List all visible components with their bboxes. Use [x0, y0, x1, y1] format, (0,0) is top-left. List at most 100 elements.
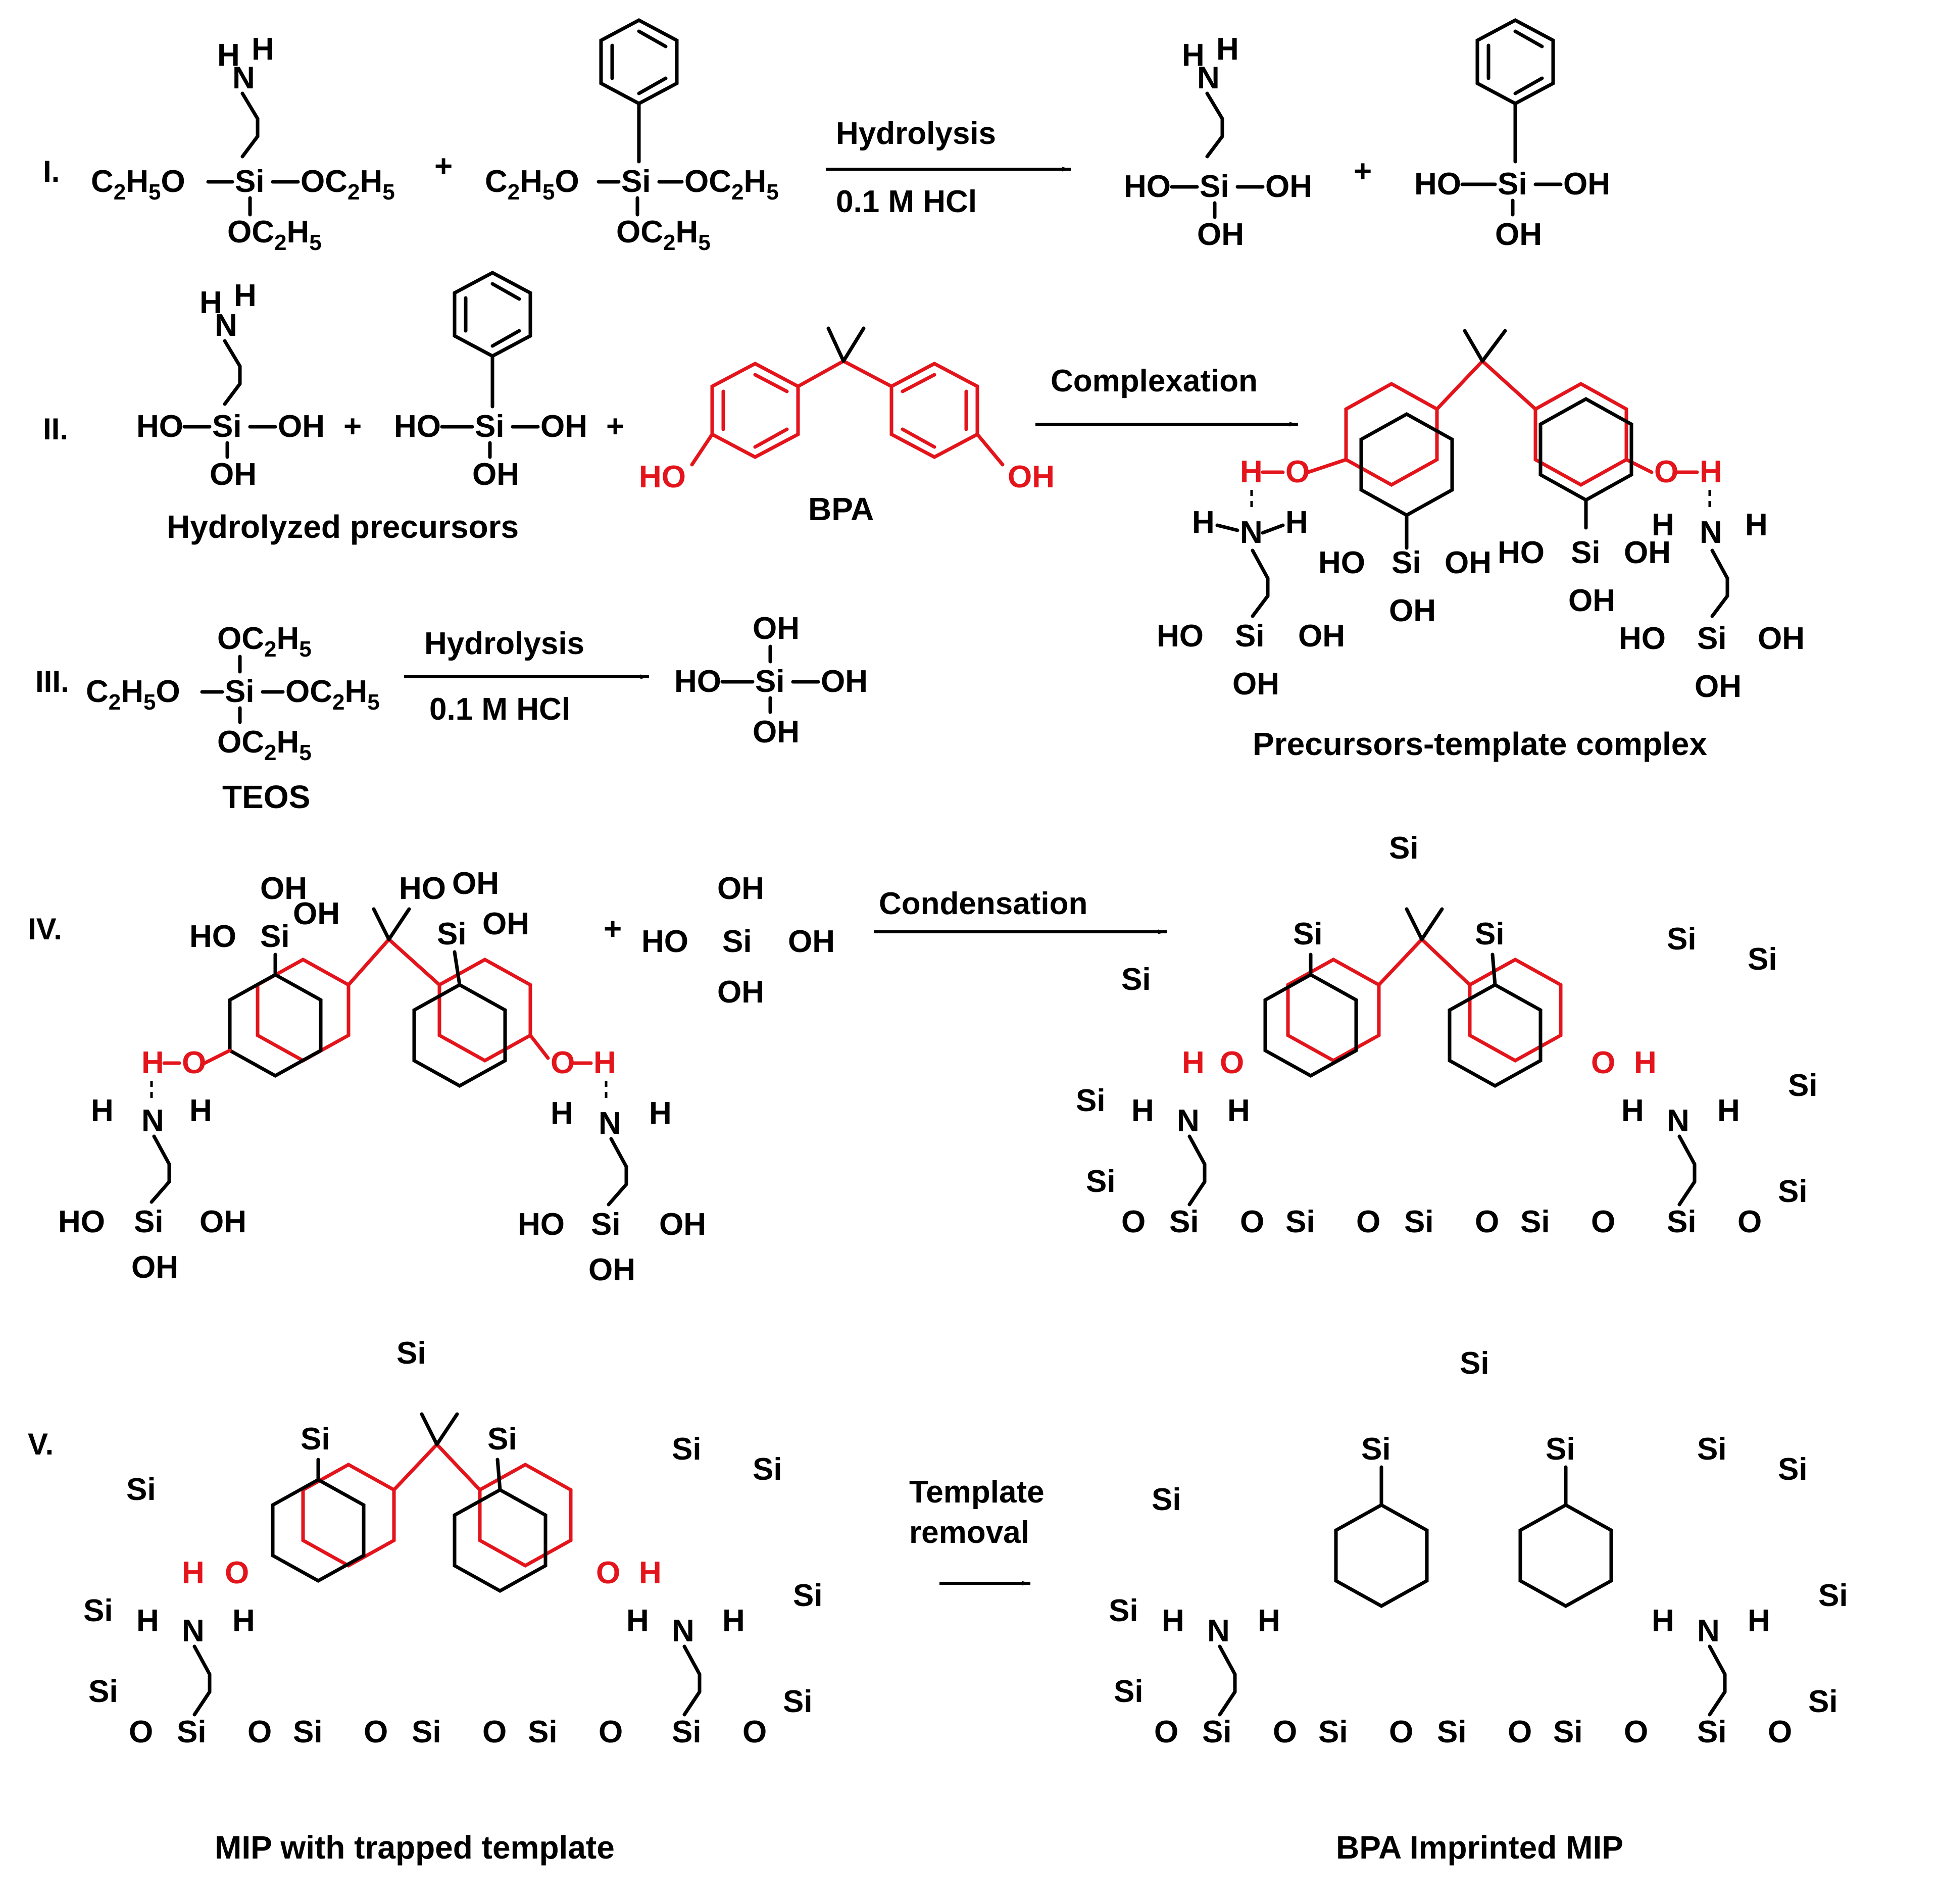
svg-text:H: H	[1652, 1604, 1674, 1638]
svg-text:Si: Si	[1437, 1715, 1467, 1749]
silicic-acid-iv: OH Si HO OH OH	[641, 871, 835, 1010]
svg-text:H: H	[182, 1556, 205, 1590]
svg-text:Si: Si	[753, 1452, 782, 1487]
svg-text:N: N	[599, 1106, 621, 1141]
svg-text:H: H	[1162, 1604, 1184, 1638]
svg-text:+: +	[343, 409, 362, 444]
svg-text:HO: HO	[518, 1207, 565, 1242]
svg-text:OH: OH	[1495, 217, 1542, 252]
svg-text:O: O	[1273, 1715, 1297, 1749]
svg-text:Hydrolysis: Hydrolysis	[836, 116, 996, 151]
step-label-i: I.	[43, 155, 60, 188]
svg-text:Si: Si	[1285, 1205, 1315, 1239]
precursors-template-complex: H O O H Si HO OH OH Si HO OH OH H N H Si…	[1157, 329, 1805, 762]
svg-text:Si: Si	[1460, 1346, 1489, 1381]
svg-text:H: H	[141, 1045, 164, 1080]
svg-text:Si: Si	[1202, 1715, 1232, 1749]
svg-text:HO: HO	[1157, 619, 1204, 654]
svg-text:OH: OH	[1445, 545, 1492, 580]
teos-label: TEOS	[222, 779, 310, 815]
svg-text:Si: Si	[412, 1715, 441, 1749]
svg-text:O: O	[1240, 1205, 1264, 1239]
svg-text:Si: Si	[1121, 962, 1151, 997]
phenylsilane-precursor: Si C2H5O OC2H5 OC2H5	[485, 18, 779, 255]
svg-text:O: O	[596, 1556, 620, 1590]
svg-text:HO: HO	[58, 1205, 105, 1239]
svg-text:O: O	[1356, 1205, 1380, 1239]
svg-text:OH: OH	[1008, 460, 1055, 494]
complexation-arrow: Complexation	[1035, 364, 1299, 427]
svg-text:HO: HO	[1318, 545, 1365, 580]
svg-text:Si: Si	[1667, 1205, 1697, 1239]
svg-text:Si: Si	[1389, 831, 1419, 866]
svg-text:O: O	[1154, 1715, 1178, 1749]
svg-text:H: H	[252, 32, 274, 67]
svg-text:Si: Si	[301, 1422, 330, 1457]
svg-text:O: O	[1654, 455, 1678, 489]
svg-text:O: O	[364, 1715, 388, 1749]
svg-text:OH: OH	[1265, 169, 1312, 204]
svg-text:OH: OH	[472, 457, 519, 492]
svg-text:Si: Si	[1697, 1432, 1727, 1467]
svg-text:H: H	[639, 1556, 662, 1590]
svg-text:OH: OH	[821, 664, 868, 699]
svg-text:N: N	[141, 1104, 164, 1138]
svg-text:H: H	[1182, 38, 1205, 73]
svg-text:OH: OH	[788, 924, 835, 959]
svg-text:N: N	[1207, 1614, 1230, 1648]
svg-text:HO: HO	[1619, 621, 1666, 656]
svg-text:Si: Si	[1392, 545, 1421, 580]
svg-text:O: O	[225, 1556, 249, 1590]
svg-text:H: H	[1700, 455, 1722, 489]
svg-text:H: H	[1227, 1093, 1250, 1128]
svg-text:O: O	[247, 1715, 272, 1749]
svg-text:OH: OH	[278, 409, 325, 444]
svg-text:OC2H5: OC2H5	[285, 674, 380, 715]
svg-text:H: H	[1131, 1093, 1154, 1128]
svg-text:H: H	[91, 1093, 114, 1128]
svg-text:OH: OH	[588, 1252, 635, 1287]
plus-sign: +	[434, 149, 453, 184]
svg-text:OC2H5: OC2H5	[217, 725, 312, 765]
svg-text:O: O	[1220, 1045, 1244, 1080]
svg-text:Si: Si	[1788, 1068, 1818, 1103]
step-label-iii: III.	[35, 665, 69, 698]
svg-text:Si: Si	[1114, 1674, 1144, 1709]
template-removal-arrow: Template removal	[909, 1475, 1045, 1586]
step-label-v: V.	[28, 1427, 54, 1461]
bpa-mip-label: BPA Imprinted MIP	[1336, 1829, 1623, 1866]
svg-text:N: N	[1177, 1104, 1200, 1138]
svg-text:Si: Si	[1200, 169, 1229, 204]
teos-molecule: OC2H5 Si C2H5O OC2H5 OC2H5 TEOS	[86, 621, 380, 815]
svg-text:OC2H5: OC2H5	[217, 621, 312, 662]
svg-text:Si: Si	[722, 924, 752, 959]
svg-text:Si: Si	[1109, 1593, 1138, 1628]
svg-text:Si: Si	[783, 1684, 813, 1719]
svg-text:Si: Si	[293, 1715, 323, 1749]
svg-text:Si: Si	[672, 1432, 702, 1467]
svg-text:HO: HO	[1124, 169, 1171, 204]
svg-text:Si: Si	[1697, 1715, 1727, 1749]
complex-label: Precursors-template complex	[1253, 726, 1707, 762]
svg-text:OH: OH	[1624, 535, 1671, 570]
svg-text:N: N	[1197, 61, 1220, 95]
svg-text:Si: Si	[225, 674, 255, 709]
svg-text:H: H	[200, 285, 222, 320]
hydrolysis-arrow-1: Hydrolysis 0.1 M HCl	[826, 116, 1071, 219]
mip-trapped-label: MIP with trapped template	[215, 1829, 615, 1866]
svg-text:Si: Si	[621, 164, 651, 199]
svg-text:Si: Si	[212, 409, 242, 444]
svg-text:0.1 M HCl: 0.1 M HCl	[429, 692, 570, 727]
svg-text:C2H5O: C2H5O	[485, 164, 579, 205]
svg-text:HO: HO	[189, 919, 236, 954]
svg-text:N: N	[182, 1614, 205, 1648]
svg-text:O: O	[1121, 1205, 1146, 1239]
bpa-label: BPA	[808, 491, 874, 527]
svg-text:OH: OH	[1695, 669, 1742, 704]
plus-sign: +	[604, 912, 622, 946]
svg-text:O: O	[1737, 1205, 1762, 1239]
svg-text:H: H	[189, 1093, 212, 1128]
